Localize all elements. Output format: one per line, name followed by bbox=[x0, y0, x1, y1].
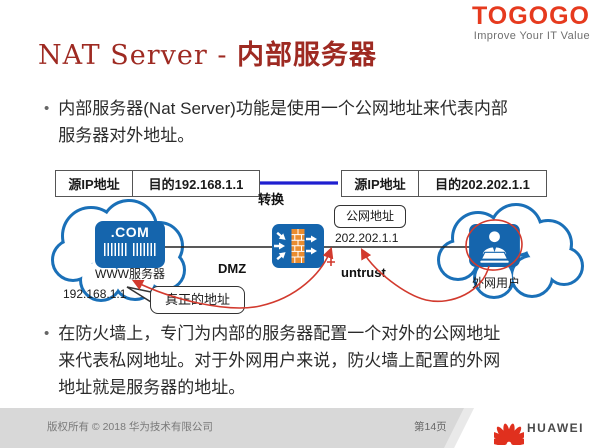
annotation-plus-mark bbox=[327, 258, 335, 266]
packet-box-translated: 源IP地址 目的192.168.1.1 bbox=[55, 170, 260, 197]
footer-bar: 版权所有 © 2018 华为技术有限公司 第14页 HUAWEI bbox=[0, 408, 600, 448]
untrust-zone-label: untrust bbox=[341, 265, 386, 280]
public-ip-value: 202.202.1.1 bbox=[335, 231, 399, 245]
packet-src-label: 源IP地址 bbox=[56, 171, 133, 196]
barcode-decoration bbox=[103, 243, 157, 257]
packet-dst-private: 目的192.168.1.1 bbox=[148, 177, 244, 192]
page-title-chinese: 内部服务器 bbox=[237, 40, 378, 71]
bullet-item-1: • 内部服务器(Nat Server)功能是使用一个公网地址来代表内部 服务器对… bbox=[44, 95, 564, 149]
external-user-icon bbox=[469, 224, 520, 267]
packet-dst-public: 目的202.202.1.1 bbox=[435, 177, 530, 192]
server-private-ip: 192.168.1.1 bbox=[63, 287, 127, 301]
external-user-label: 外网用户 bbox=[471, 276, 520, 290]
togogo-tagline: Improve Your IT Value bbox=[473, 30, 590, 43]
huawei-logo-text: HUAWEI bbox=[527, 421, 584, 435]
packet-src-label: 源IP地址 bbox=[342, 171, 419, 196]
firewall-icon bbox=[272, 224, 324, 268]
togogo-logo: TOGOGO Improve Your IT Value bbox=[471, 2, 590, 43]
packet-box-original: 源IP地址 目的202.202.1.1 bbox=[341, 170, 547, 197]
public-ip-box: 公网地址 bbox=[334, 205, 406, 228]
bullet-item-2: • 在防火墙上，专门为内部的服务器配置一个对外的公网地址 来代表私网地址。对于外… bbox=[44, 320, 564, 402]
bullet-2-text: 在防火墙上，专门为内部的服务器配置一个对外的公网地址 来代表私网地址。对于外网用… bbox=[58, 324, 501, 398]
footer-copyright: 版权所有 © 2018 华为技术有限公司 bbox=[47, 421, 213, 433]
footer-wedge-decoration bbox=[444, 408, 600, 448]
huawei-logo-icon bbox=[494, 423, 524, 445]
translate-label: 转换 bbox=[258, 192, 285, 207]
page-number: 第14页 bbox=[414, 421, 447, 433]
real-address-callout: 真正的地址 bbox=[150, 286, 245, 314]
bullet-marker: • bbox=[44, 325, 50, 342]
www-server-label: WWW服务器 bbox=[95, 267, 165, 281]
dmz-zone-label: DMZ bbox=[218, 261, 247, 276]
www-server-icon: .COM bbox=[95, 221, 165, 268]
page-title: NAT Server - 内部服务器 bbox=[38, 33, 377, 72]
bullet-1-text: 内部服务器(Nat Server)功能是使用一个公网地址来代表内部 服务器对外地… bbox=[58, 99, 508, 146]
page-title-latin: NAT Server - bbox=[38, 40, 238, 71]
com-label: .COM bbox=[110, 224, 150, 240]
bullet-marker: • bbox=[44, 100, 50, 117]
togogo-logo-text: TOGOGO bbox=[471, 2, 590, 30]
